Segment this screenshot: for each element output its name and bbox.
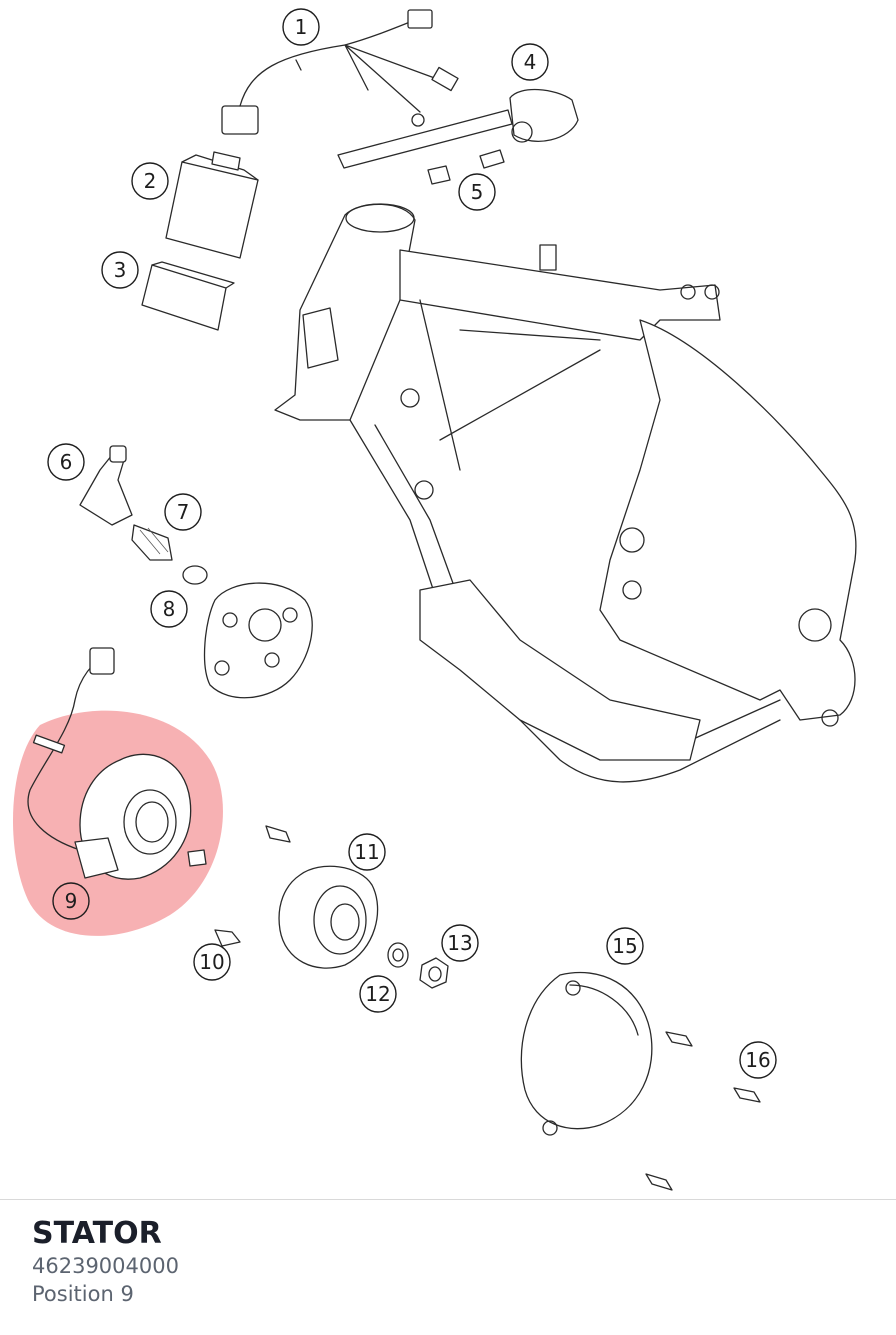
holder-part[interactable] bbox=[141, 261, 235, 331]
svg-text:8: 8 bbox=[163, 597, 176, 621]
callout-13[interactable]: 13 bbox=[441, 924, 479, 962]
callout-15[interactable]: 15 bbox=[606, 927, 644, 965]
wiring-harness-part[interactable] bbox=[221, 9, 459, 135]
callout-6[interactable]: 6 bbox=[47, 443, 85, 481]
ignition-coil-part[interactable] bbox=[337, 88, 579, 169]
washer-part[interactable] bbox=[387, 942, 409, 968]
svg-text:12: 12 bbox=[365, 982, 390, 1006]
exploded-parts-diagram: 1 2 3 4 5 6 7 8 9 10 11 12 13 15 16 bbox=[12, 8, 857, 1191]
spark-plug-connector-part[interactable] bbox=[79, 445, 133, 526]
callout-3[interactable]: 3 bbox=[101, 251, 139, 289]
svg-text:5: 5 bbox=[471, 180, 484, 204]
svg-text:6: 6 bbox=[60, 450, 73, 474]
callout-1[interactable]: 1 bbox=[282, 8, 320, 46]
divider bbox=[0, 1199, 896, 1200]
svg-text:1: 1 bbox=[295, 15, 308, 39]
nut-part[interactable] bbox=[419, 957, 449, 989]
callout-12[interactable]: 12 bbox=[359, 975, 397, 1013]
svg-text:15: 15 bbox=[612, 934, 637, 958]
stator-bolt-part[interactable] bbox=[214, 929, 241, 947]
cover-bolts-part[interactable] bbox=[645, 1031, 761, 1191]
frame-part[interactable] bbox=[274, 203, 857, 783]
callout-11[interactable]: 11 bbox=[348, 833, 386, 871]
part-name: STATOR bbox=[32, 1216, 162, 1251]
ignition-cover-part[interactable] bbox=[520, 971, 653, 1136]
callout-4[interactable]: 4 bbox=[511, 43, 549, 81]
callout-2[interactable]: 2 bbox=[131, 162, 169, 200]
flywheel-part[interactable] bbox=[265, 825, 379, 969]
svg-text:7: 7 bbox=[177, 500, 190, 524]
part-info-panel: STATOR 46239004000 Position 9 bbox=[32, 1216, 179, 1308]
coil-bolts-part[interactable] bbox=[427, 149, 505, 185]
callout-8[interactable]: 8 bbox=[150, 590, 188, 628]
callout-5[interactable]: 5 bbox=[458, 173, 496, 211]
spark-plug-part[interactable] bbox=[131, 524, 173, 561]
svg-text:3: 3 bbox=[114, 258, 127, 282]
control-unit-part[interactable] bbox=[165, 151, 259, 259]
callout-7[interactable]: 7 bbox=[164, 493, 202, 531]
svg-text:13: 13 bbox=[447, 931, 472, 955]
svg-text:16: 16 bbox=[745, 1048, 770, 1072]
part-number: 46239004000 bbox=[32, 1254, 179, 1278]
callout-9[interactable]: 9 bbox=[52, 882, 90, 920]
svg-text:2: 2 bbox=[144, 169, 157, 193]
svg-text:4: 4 bbox=[524, 50, 537, 74]
callout-16[interactable]: 16 bbox=[739, 1041, 777, 1079]
callout-10[interactable]: 10 bbox=[193, 943, 231, 981]
svg-text:10: 10 bbox=[199, 950, 224, 974]
cylinder-head-part[interactable] bbox=[182, 565, 313, 699]
part-position: Position 9 bbox=[32, 1282, 134, 1306]
svg-text:9: 9 bbox=[65, 889, 78, 913]
stator-part[interactable] bbox=[27, 647, 207, 880]
svg-text:11: 11 bbox=[354, 840, 379, 864]
